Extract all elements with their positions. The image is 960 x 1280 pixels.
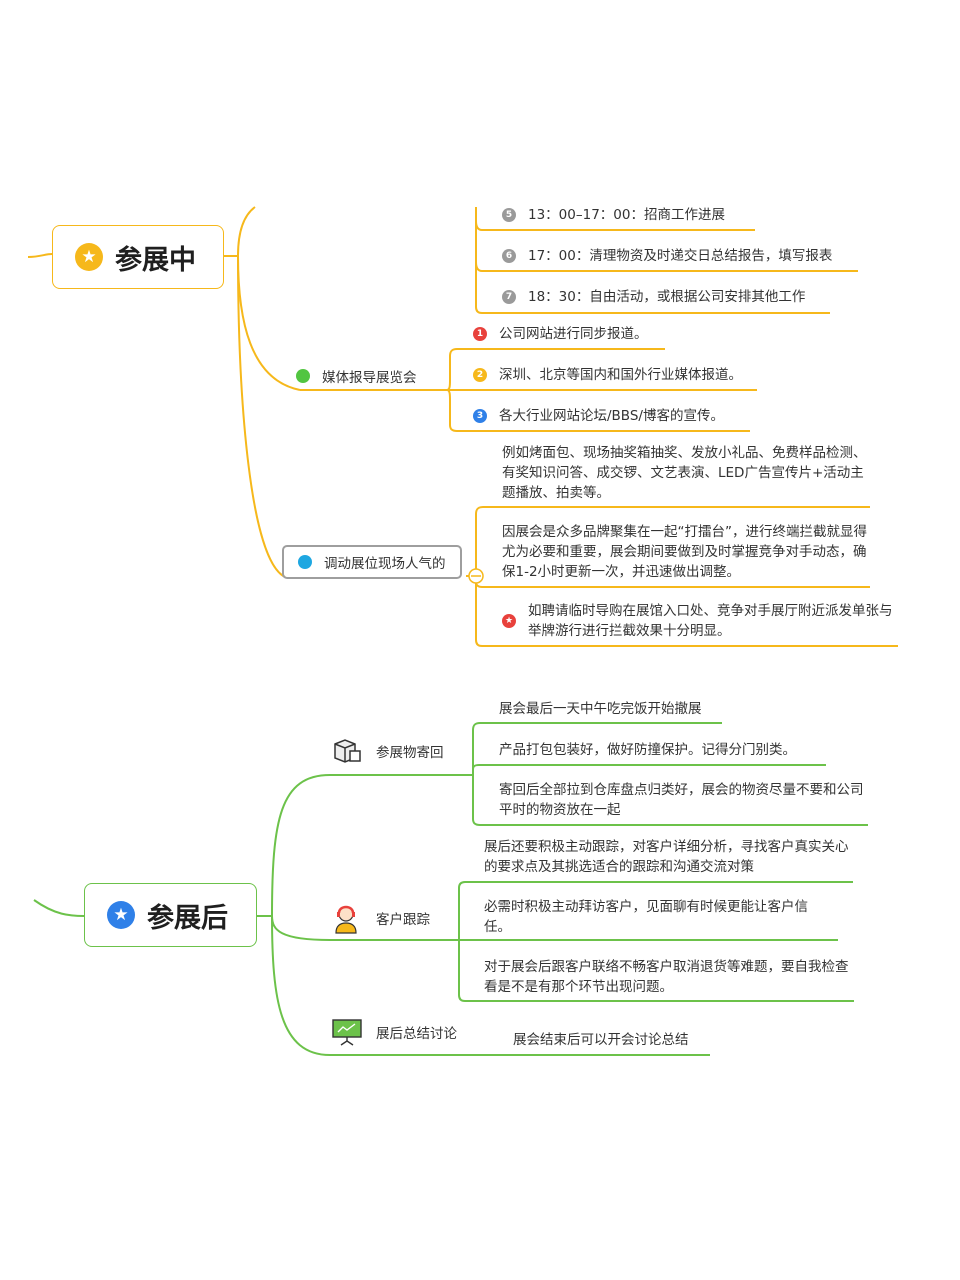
branch-media[interactable]: 媒体报导展览会	[296, 366, 417, 386]
cyan-dot-icon	[298, 555, 312, 569]
customer-item: 对于展会后跟客户联络不畅客户取消退货等难题，要自我检查看是不是有那个环节出现问题…	[484, 959, 849, 995]
star-icon: ★	[75, 243, 103, 271]
number-3-icon: 3	[473, 409, 487, 423]
schedule-item: 17：00：清理物资及时递交日总结报告，填写报表	[528, 248, 833, 264]
branch-label: 展后总结讨论	[376, 1026, 457, 1042]
summary-item: 展会结束后可以开会讨论总结	[513, 1032, 689, 1048]
media-item: 各大行业网站论坛/BBS/博客的宣传。	[499, 408, 724, 424]
branch-summary[interactable]: 展后总结讨论	[376, 1022, 457, 1042]
branch-label: 调动展位现场人气的	[324, 556, 446, 572]
number-7-icon: 7	[502, 290, 516, 304]
popularity-item: 例如烤面包、现场抽奖箱抽奖、发放小礼品、免费样品检测、有奖知识问答、成交锣、文艺…	[502, 445, 867, 501]
shipping-item: 展会最后一天中午吃完饭开始撤展	[499, 701, 702, 717]
popularity-item: 因展会是众多品牌聚集在一起“打擂台”，进行终端拦截就显得尤为必要和重要，展会期间…	[502, 524, 867, 580]
box-icon	[334, 739, 361, 763]
root-node-during[interactable]: ★ 参展中	[52, 225, 224, 289]
customer-service-icon	[335, 905, 357, 934]
star-badge-icon: ★	[502, 614, 516, 628]
customer-item: 展后还要积极主动跟踪，对客户详细分析，寻找客户真实关心的要求点及其挑选适合的跟踪…	[484, 839, 849, 875]
schedule-item: 13：00–17：00：招商工作进展	[528, 207, 725, 223]
shipping-item: 寄回后全部拉到仓库盘点归类好，展会的物资尽量不要和公司平时的物资放在一起	[499, 782, 864, 818]
customer-item: 必需时积极主动拜访客户，见面聊有时候更能让客户信任。	[484, 899, 808, 935]
branch-label: 参展物寄回	[376, 745, 444, 761]
branch-popularity[interactable]: 调动展位现场人气的	[282, 545, 462, 579]
branch-customer[interactable]: 客户跟踪	[376, 908, 430, 928]
number-1-icon: 1	[473, 327, 487, 341]
star-icon: ★	[107, 901, 135, 929]
media-item: 公司网站进行同步报道。	[499, 326, 648, 342]
root-node-after[interactable]: ★ 参展后	[84, 883, 257, 947]
root-title: 参展后	[147, 902, 228, 934]
popularity-item: 如聘请临时导购在展馆入口处、竞争对手展厅附近派发单张与举牌游行进行拦截效果十分明…	[528, 603, 893, 639]
presentation-board-icon	[332, 1019, 362, 1046]
schedule-item: 18：30：自由活动，或根据公司安排其他工作	[528, 289, 806, 305]
number-5-icon: 5	[502, 208, 516, 222]
root-title: 参展中	[115, 244, 196, 276]
green-dot-icon	[296, 369, 310, 383]
number-2-icon: 2	[473, 368, 487, 382]
branch-label: 媒体报导展览会	[322, 370, 417, 386]
shipping-item: 产品打包包装好，做好防撞保护。记得分门别类。	[499, 742, 796, 758]
branch-shipping[interactable]: 参展物寄回	[376, 741, 444, 761]
media-item: 深圳、北京等国内和国外行业媒体报道。	[499, 367, 742, 383]
number-6-icon: 6	[502, 249, 516, 263]
branch-label: 客户跟踪	[376, 912, 430, 928]
